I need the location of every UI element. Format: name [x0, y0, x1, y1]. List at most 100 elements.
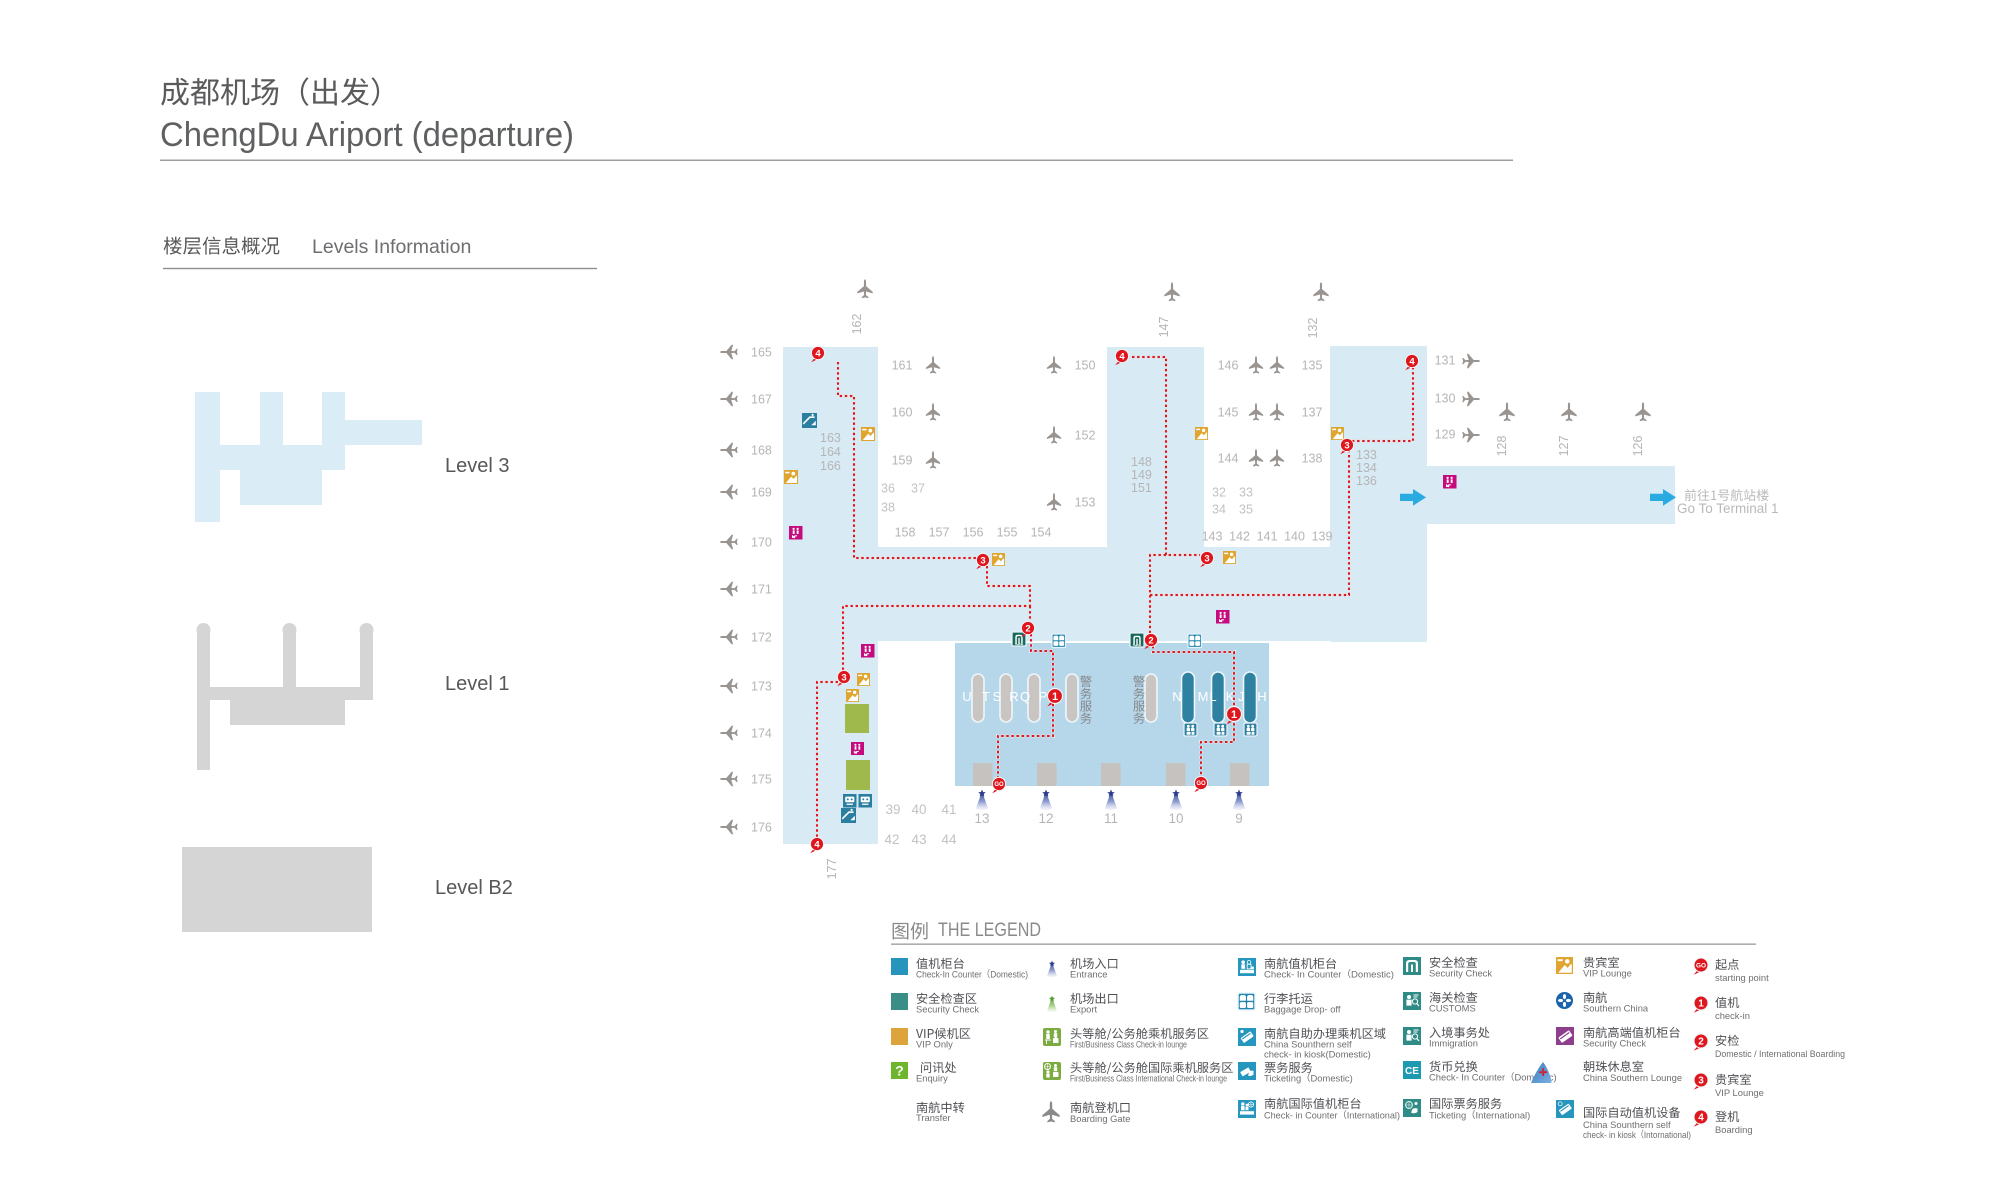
svg-text:169: 169	[751, 486, 772, 500]
svg-text:ChengDu Ariport (departure): ChengDu Ariport (departure)	[160, 116, 574, 154]
svg-text:?: ?	[895, 1063, 904, 1079]
svg-text:9: 9	[1235, 811, 1243, 826]
svg-text:13: 13	[974, 811, 989, 826]
svg-text:147: 147	[1157, 317, 1171, 338]
svg-text:check-in: check-in	[1715, 1010, 1750, 1021]
svg-text:J: J	[1238, 689, 1245, 704]
svg-text:149: 149	[1131, 468, 1152, 482]
svg-text:U: U	[962, 689, 971, 704]
svg-text:128: 128	[1495, 436, 1509, 457]
svg-text:N: N	[1172, 689, 1181, 704]
svg-text:Levels Information: Levels Information	[312, 236, 471, 258]
svg-text:42: 42	[884, 832, 899, 847]
svg-text:3: 3	[841, 672, 846, 683]
svg-text:159: 159	[892, 454, 913, 468]
svg-text:Security Check: Security Check	[1429, 968, 1492, 979]
svg-text:137: 137	[1302, 406, 1323, 420]
svg-text:142: 142	[1229, 530, 1250, 544]
svg-text:Check-In Counter（Domestic): Check-In Counter（Domestic)	[916, 969, 1028, 980]
svg-text:M: M	[1198, 689, 1209, 704]
svg-text:Q: Q	[1020, 689, 1030, 704]
svg-text:43: 43	[911, 832, 926, 847]
svg-text:Enquiry: Enquiry	[916, 1073, 948, 1084]
svg-text:CE: CE	[1405, 1066, 1419, 1077]
svg-text:Go To Terminal 1: Go To Terminal 1	[1677, 501, 1779, 516]
svg-text:3: 3	[1344, 440, 1349, 451]
svg-text:China Sounthern self: China Sounthern self	[1264, 1039, 1352, 1050]
svg-text:Immigration: Immigration	[1429, 1038, 1478, 1049]
svg-text:143: 143	[1202, 530, 1223, 544]
svg-text:starting point: starting point	[1715, 972, 1769, 983]
svg-text:140: 140	[1284, 530, 1305, 544]
svg-text:36: 36	[881, 482, 895, 496]
svg-text:CUSTOMS: CUSTOMS	[1429, 1003, 1476, 1014]
svg-text:165: 165	[751, 346, 772, 360]
svg-text:171: 171	[751, 583, 772, 597]
svg-text:1: 1	[1231, 709, 1237, 721]
svg-text:135: 135	[1302, 359, 1323, 373]
svg-text:Export: Export	[1070, 1004, 1097, 1015]
svg-text:3: 3	[1204, 553, 1209, 564]
svg-text:130: 130	[1435, 392, 1456, 406]
svg-text:3: 3	[980, 555, 985, 566]
svg-text:Southern China: Southern China	[1583, 1003, 1649, 1014]
svg-text:34: 34	[1212, 503, 1226, 517]
svg-text:4: 4	[1409, 356, 1415, 367]
svg-text:4: 4	[1698, 1113, 1704, 1124]
svg-text:177: 177	[825, 859, 839, 880]
svg-text:P: P	[1039, 689, 1048, 704]
svg-text:40: 40	[911, 802, 926, 817]
svg-text:173: 173	[751, 680, 772, 694]
svg-text:Level B2: Level B2	[435, 877, 513, 899]
svg-text:170: 170	[751, 536, 772, 550]
svg-text:172: 172	[751, 631, 772, 645]
svg-text:THE LEGEND: THE LEGEND	[938, 920, 1041, 941]
svg-text:T: T	[982, 689, 990, 704]
svg-text:176: 176	[751, 821, 772, 835]
svg-text:153: 153	[1075, 496, 1096, 510]
svg-text:158: 158	[895, 526, 916, 540]
svg-text:132: 132	[1306, 318, 1320, 339]
svg-text:3: 3	[1698, 1076, 1704, 1087]
svg-text:37: 37	[911, 482, 925, 496]
svg-text:139: 139	[1312, 530, 1333, 544]
svg-text:12: 12	[1038, 811, 1053, 826]
svg-text:4: 4	[814, 839, 820, 850]
svg-text:Level 3: Level 3	[445, 455, 510, 477]
svg-text:44: 44	[941, 832, 957, 847]
svg-text:2: 2	[1148, 635, 1153, 646]
svg-text:151: 151	[1131, 481, 1152, 495]
svg-text:VIP Lounge: VIP Lounge	[1583, 968, 1632, 979]
svg-text:First/Business Class Internati: First/Business Class International Check…	[1070, 1073, 1227, 1084]
svg-text:Entrance: Entrance	[1070, 969, 1108, 980]
svg-text:check- in kiosk（Intornational): check- in kiosk（Intornational)	[1583, 1129, 1691, 1140]
svg-text:Ticketing（Domestic): Ticketing（Domestic)	[1264, 1073, 1353, 1084]
svg-text:L: L	[1209, 689, 1216, 704]
svg-text:127: 127	[1557, 436, 1571, 457]
svg-text:Check- In Counter（Domestic): Check- In Counter（Domestic)	[1429, 1072, 1557, 1083]
svg-text:126: 126	[1631, 436, 1645, 457]
svg-text:148: 148	[1131, 455, 1152, 469]
svg-text:38: 38	[881, 501, 895, 515]
svg-text:157: 157	[929, 526, 950, 540]
svg-text:134: 134	[1356, 461, 1377, 475]
svg-text:146: 146	[1218, 359, 1239, 373]
svg-text:152: 152	[1075, 429, 1096, 443]
svg-text:156: 156	[963, 526, 984, 540]
svg-text:GO: GO	[1696, 962, 1706, 969]
svg-text:32: 32	[1212, 486, 1226, 500]
svg-text:Level 1: Level 1	[445, 673, 510, 695]
svg-text:Security Check: Security Check	[916, 1004, 979, 1015]
svg-text:1: 1	[1052, 691, 1058, 703]
svg-text:33: 33	[1239, 486, 1253, 500]
svg-text:133: 133	[1356, 448, 1377, 462]
svg-text:144: 144	[1218, 452, 1239, 466]
svg-text:163: 163	[820, 431, 841, 445]
svg-text:155: 155	[997, 526, 1018, 540]
svg-text:175: 175	[751, 773, 772, 787]
svg-text:35: 35	[1239, 503, 1253, 517]
svg-text:138: 138	[1302, 452, 1323, 466]
svg-text:K: K	[1226, 689, 1235, 704]
svg-text:Transfer: Transfer	[916, 1112, 951, 1123]
svg-text:11: 11	[1104, 811, 1118, 826]
